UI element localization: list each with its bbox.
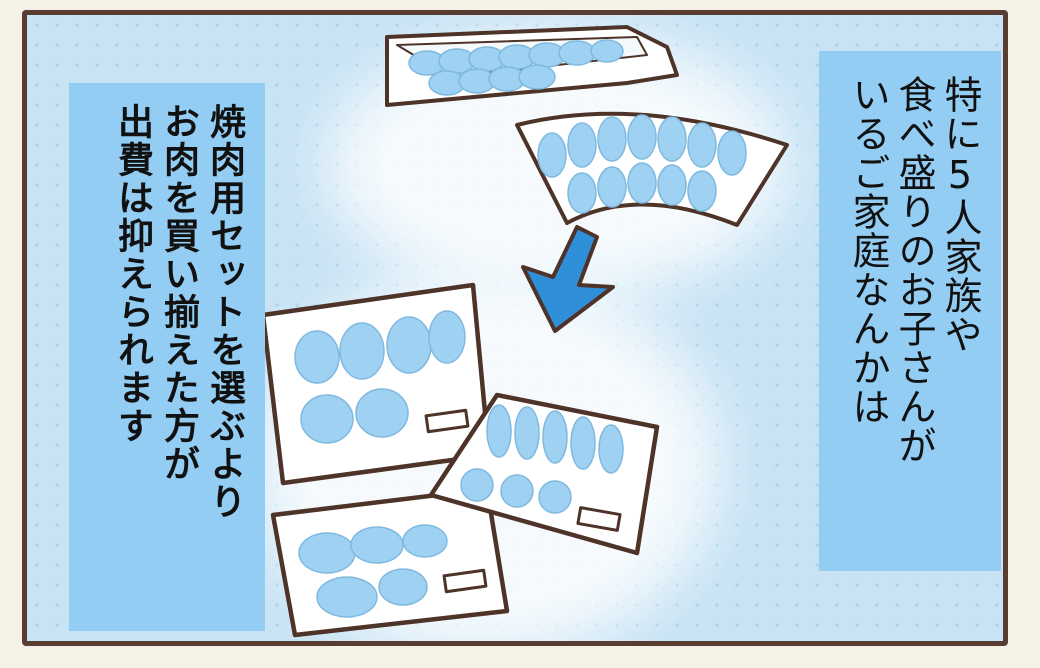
meat-tray-strips — [428, 392, 660, 556]
meat-tray-thick-cut — [260, 282, 492, 486]
meat-tray-sliced — [270, 486, 510, 638]
comic-panel: 特に5人家族や 食べ盛りのお子さんが いるご家庭なんかは 焼肉用セットを選ぶより… — [22, 10, 1008, 646]
right-caption-box: 特に5人家族や 食べ盛りのお子さんが いるご家庭なんかは — [819, 51, 1001, 571]
caption-line: 焼肉用セットを選ぶより — [204, 103, 245, 521]
meat-trays-illustration — [260, 25, 789, 638]
left-caption-box: 焼肉用セットを選ぶより お肉を買い揃えた方が 出費は抑えられます — [69, 83, 265, 631]
caption-line: お肉を買い揃えた方が — [158, 103, 199, 483]
caption-line: 食べ盛りのお子さんが — [892, 75, 936, 465]
caption-line: 特に5人家族や — [938, 75, 982, 354]
arrow-down-icon — [521, 225, 615, 333]
caption-line: 出費は抑えられます — [112, 103, 153, 445]
curved-meat-tray — [515, 111, 789, 227]
large-meat-tray-back — [385, 25, 679, 107]
caption-line: いるご家庭なんかは — [846, 75, 890, 426]
